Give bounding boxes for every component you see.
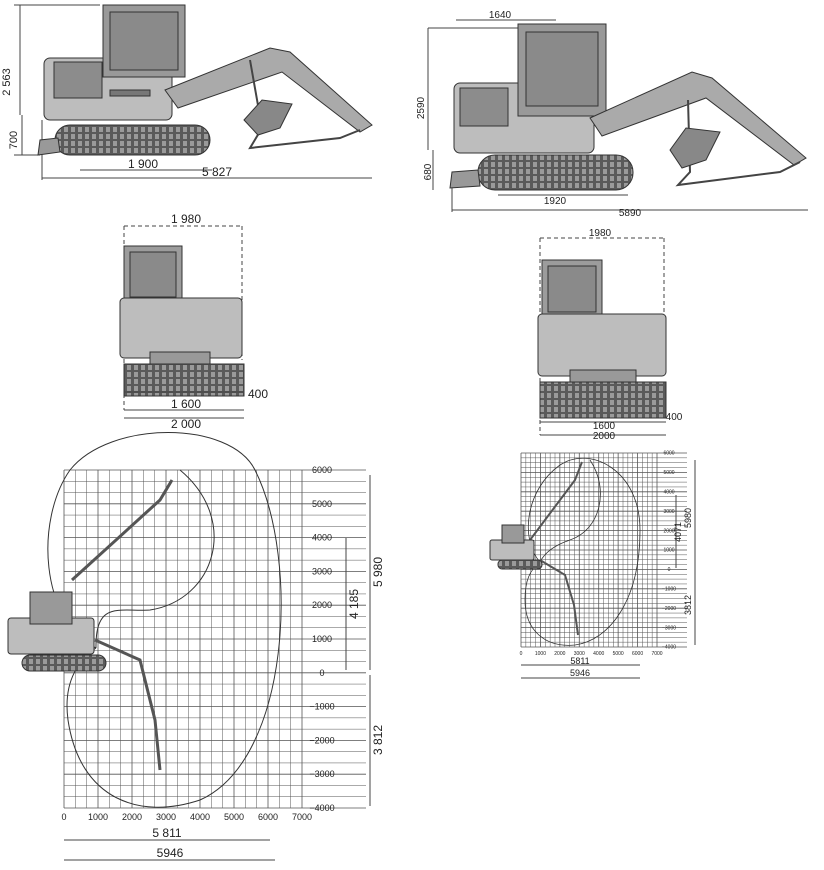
x-tick-label: 5000 xyxy=(613,651,624,657)
right-front-width-label: 1980 xyxy=(589,228,612,239)
left-range-max-reach: 5946 xyxy=(157,846,184,860)
left-front-shoe-label: 400 xyxy=(248,387,268,401)
y-tick-label: 1000 xyxy=(312,634,332,644)
left-range-drawing xyxy=(47,432,282,808)
y-tick-label: 1000 xyxy=(663,548,674,554)
left-range-dig-depth: 3 812 xyxy=(371,725,385,755)
y-tick-label: 3000 xyxy=(312,566,332,576)
left-front-width-label: 1 980 xyxy=(171,212,201,226)
x-tick-label: 0 xyxy=(61,812,66,822)
left-side-height-label: 2 563 xyxy=(1,68,13,96)
y-tick-label: −1000 xyxy=(309,702,334,712)
right-range-dump-height: 4071 xyxy=(673,522,683,542)
x-tick-label: 7000 xyxy=(292,812,312,822)
left-front-gauge-label: 1 600 xyxy=(171,397,201,411)
left-side-total-length-label: 5 827 xyxy=(202,165,232,179)
y-tick-label: 2000 xyxy=(663,528,674,534)
x-tick-label: 2000 xyxy=(554,651,565,657)
x-tick-label: 1000 xyxy=(88,812,108,822)
x-tick-label: 2000 xyxy=(122,812,142,822)
right-side-total-length-label: 5890 xyxy=(619,208,642,219)
y-tick-label: 6000 xyxy=(663,451,674,457)
right-range-dims xyxy=(521,460,696,679)
x-tick-label: 7000 xyxy=(651,651,662,657)
right-side-height-label: 2590 xyxy=(416,96,427,119)
right-range-machine xyxy=(489,524,543,570)
right-range-max-reach: 5946 xyxy=(570,668,590,678)
y-tick-label: 3000 xyxy=(663,509,674,515)
x-tick-label: 5000 xyxy=(224,812,244,822)
right-range-grid: 6000 5000 4000 3000 2000 1000 0 −1000 −2000 −3000… xyxy=(520,451,687,657)
left-side-view xyxy=(14,4,373,180)
y-tick-label: −3000 xyxy=(662,625,676,631)
right-front-shoe-label: 400 xyxy=(666,412,683,423)
x-tick-label: 0 xyxy=(520,651,523,657)
right-side-clearance-label: 680 xyxy=(423,163,434,180)
right-side-top-length-label: 1640 xyxy=(489,10,512,21)
right-range-reach-ground: 5811 xyxy=(570,656,589,666)
right-side-track-length-label: 1920 xyxy=(544,196,567,207)
y-tick-label: 0 xyxy=(668,567,671,573)
right-front-view xyxy=(537,237,667,436)
x-tick-label: 4000 xyxy=(593,651,604,657)
right-range-drawing xyxy=(524,457,641,646)
left-front-track-width-label: 2 000 xyxy=(171,417,201,431)
x-tick-label: 3000 xyxy=(574,651,585,657)
x-tick-label: 6000 xyxy=(258,812,278,822)
x-tick-label: 3000 xyxy=(156,812,176,822)
y-tick-label: 6000 xyxy=(312,465,332,475)
left-side-clearance-label: 700 xyxy=(8,131,20,149)
y-tick-label: 4000 xyxy=(312,533,332,543)
y-tick-label: −1000 xyxy=(662,586,676,592)
y-tick-label: 0 xyxy=(319,668,324,678)
left-range-machine xyxy=(7,591,107,672)
right-range-max-height: 5980 xyxy=(683,508,693,528)
left-side-track-length-label: 1 900 xyxy=(128,157,158,171)
y-tick-label: −3000 xyxy=(309,769,334,779)
y-tick-label: −4000 xyxy=(309,803,334,813)
right-side-view xyxy=(427,19,808,212)
x-tick-label: 4000 xyxy=(190,812,210,822)
right-front-gauge-label: 1600 xyxy=(593,421,616,432)
right-range-dig-depth: 3812 xyxy=(683,595,693,615)
left-range-grid: 6000 5000 4000 3000 2000 1000 0 −1000 −2000 −3000… xyxy=(61,465,366,822)
y-tick-label: 4000 xyxy=(663,489,674,495)
left-range-max-height: 5 980 xyxy=(371,557,385,587)
left-front-view xyxy=(119,225,245,419)
y-tick-label: −4000 xyxy=(662,645,676,651)
y-tick-label: 5000 xyxy=(663,470,674,476)
y-tick-label: 5000 xyxy=(312,499,332,509)
right-front-track-width-label: 2000 xyxy=(593,431,616,442)
y-tick-label: 2000 xyxy=(312,600,332,610)
x-tick-label: 6000 xyxy=(632,651,643,657)
left-range-reach-ground: 5 811 xyxy=(152,826,181,840)
y-tick-label: −2000 xyxy=(662,606,676,612)
left-range-dump-height: 4 185 xyxy=(347,589,361,619)
y-tick-label: −2000 xyxy=(309,735,334,745)
x-tick-label: 1000 xyxy=(535,651,546,657)
left-range-dims xyxy=(64,475,371,861)
